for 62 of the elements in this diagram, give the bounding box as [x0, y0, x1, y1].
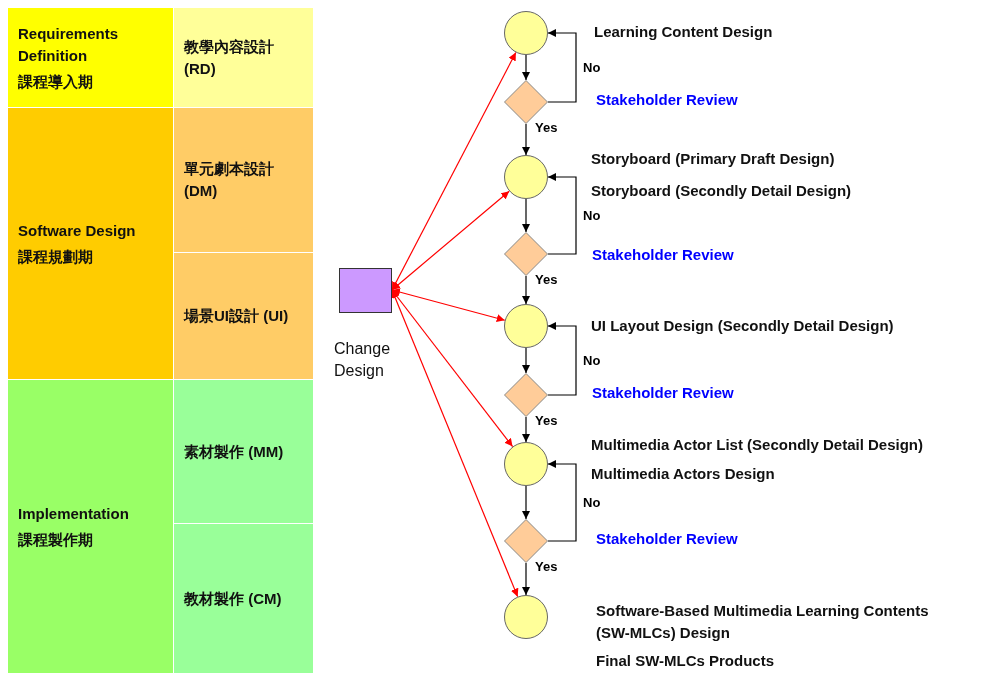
- process-circle: [504, 595, 548, 639]
- arrow: [391, 288, 506, 323]
- cell-text: 場景UI設計 (UI): [184, 306, 290, 326]
- arrow: [522, 198, 530, 233]
- arrow: [522, 123, 530, 156]
- arrow: [522, 275, 530, 305]
- review-label: Stakeholder Review: [596, 530, 738, 547]
- cell-text: 素材製作 (MM): [184, 441, 285, 462]
- step-label: Multimedia Actor List (Secondly Detail Design): [591, 436, 923, 453]
- step-label: Storyboard (Secondly Detail Design): [591, 182, 852, 199]
- review-label: Stakeholder Review: [592, 384, 734, 401]
- phase-cell: [174, 108, 313, 252]
- process-circle: [504, 11, 548, 55]
- arrow: [391, 289, 514, 448]
- arrow: [547, 29, 577, 103]
- arrow: [391, 190, 510, 291]
- phase-cell: [174, 524, 313, 673]
- phase-cell: [8, 380, 173, 673]
- phase-cell: [174, 8, 313, 107]
- cell-text: Requirements Definition: [18, 23, 120, 66]
- arrow: [522, 347, 530, 374]
- cell-text: 課程導入期: [18, 71, 94, 92]
- arrow: [522, 416, 530, 443]
- step-label: Change Design: [334, 339, 392, 381]
- edge-label: Yes: [534, 413, 559, 428]
- arrow: [547, 460, 577, 542]
- decision-diamond: [504, 519, 548, 563]
- process-circle: [504, 442, 548, 486]
- arrow: [547, 322, 577, 396]
- edge-label: Yes: [534, 559, 559, 574]
- review-label: Stakeholder Review: [596, 91, 738, 108]
- cell-text: 教學內容設計 (RD): [184, 36, 275, 79]
- step-label: Final SW-MLCs Products: [596, 652, 775, 669]
- arrow: [522, 562, 530, 596]
- step-label: Multimedia Actors Design: [591, 465, 775, 482]
- cell-text: Implementation: [18, 503, 130, 524]
- step-label: UI Layout Design (Secondly Detail Design): [591, 317, 894, 334]
- arrow: [547, 173, 577, 255]
- phase-cell: [8, 8, 173, 107]
- phase-cell: [174, 253, 313, 379]
- step-label: Software-Based Multimedia Learning Contents (SW-MLCs) Design: [596, 601, 930, 643]
- decision-diamond: [504, 373, 548, 417]
- process-circle: [504, 304, 548, 348]
- phase-cell: [174, 380, 313, 523]
- step-label: Storyboard (Primary Draft Design): [591, 150, 835, 167]
- review-label: Stakeholder Review: [592, 246, 734, 263]
- decision-diamond: [504, 232, 548, 276]
- arrow: [391, 51, 517, 291]
- phase-cell: [8, 108, 173, 379]
- cell-text: 課程規劃期: [18, 246, 94, 267]
- arrow: [522, 54, 530, 81]
- cell-text: 單元劇本設計 (DM): [184, 159, 275, 201]
- change-box: [339, 268, 392, 313]
- process-circle: [504, 155, 548, 199]
- cell-text: Software Design: [18, 220, 137, 241]
- arrow: [522, 485, 530, 520]
- edge-label: Yes: [534, 272, 559, 287]
- cell-text: 教材製作 (CM): [184, 588, 283, 609]
- step-label: Learning Content Design: [594, 23, 773, 40]
- decision-diamond: [504, 80, 548, 124]
- cell-text: 課程製作期: [18, 529, 94, 550]
- edge-label: Yes: [534, 120, 559, 135]
